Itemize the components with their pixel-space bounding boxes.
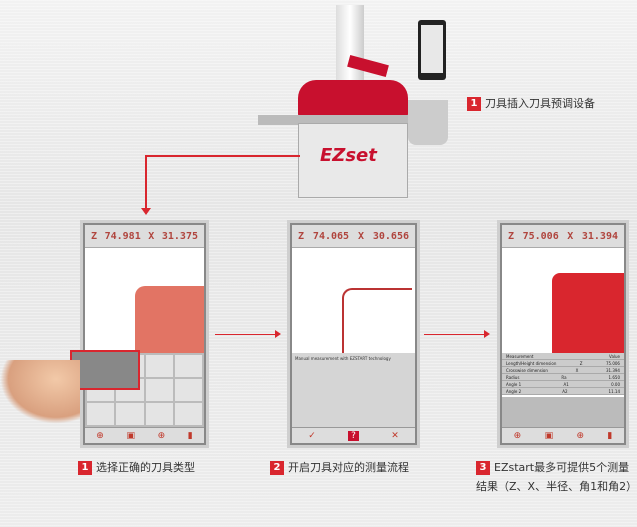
arrow-line (215, 334, 277, 335)
message-text: Manual measurement with EZSTART technolo… (292, 353, 415, 427)
toolbar[interactable]: ⊕▣⊕▮ (85, 427, 204, 443)
zoomed-tool-selection (70, 350, 140, 390)
arrow-line (145, 155, 300, 157)
arrow-line (424, 334, 486, 335)
close-button[interactable]: ✕ (391, 430, 399, 441)
tool-presetter-machine: EZset (258, 5, 458, 200)
arrow-head-icon (141, 208, 151, 220)
finger-image (0, 360, 80, 424)
help-button[interactable]: ? (348, 430, 359, 441)
toolbar[interactable]: ⊕▣⊕▮ (502, 427, 624, 443)
arrow-head-icon (275, 330, 285, 338)
arrow-head-icon (484, 330, 494, 338)
machine-logo: EZset (320, 145, 377, 166)
arrow-line (145, 155, 147, 210)
ok-button[interactable]: ✓ (308, 430, 316, 441)
